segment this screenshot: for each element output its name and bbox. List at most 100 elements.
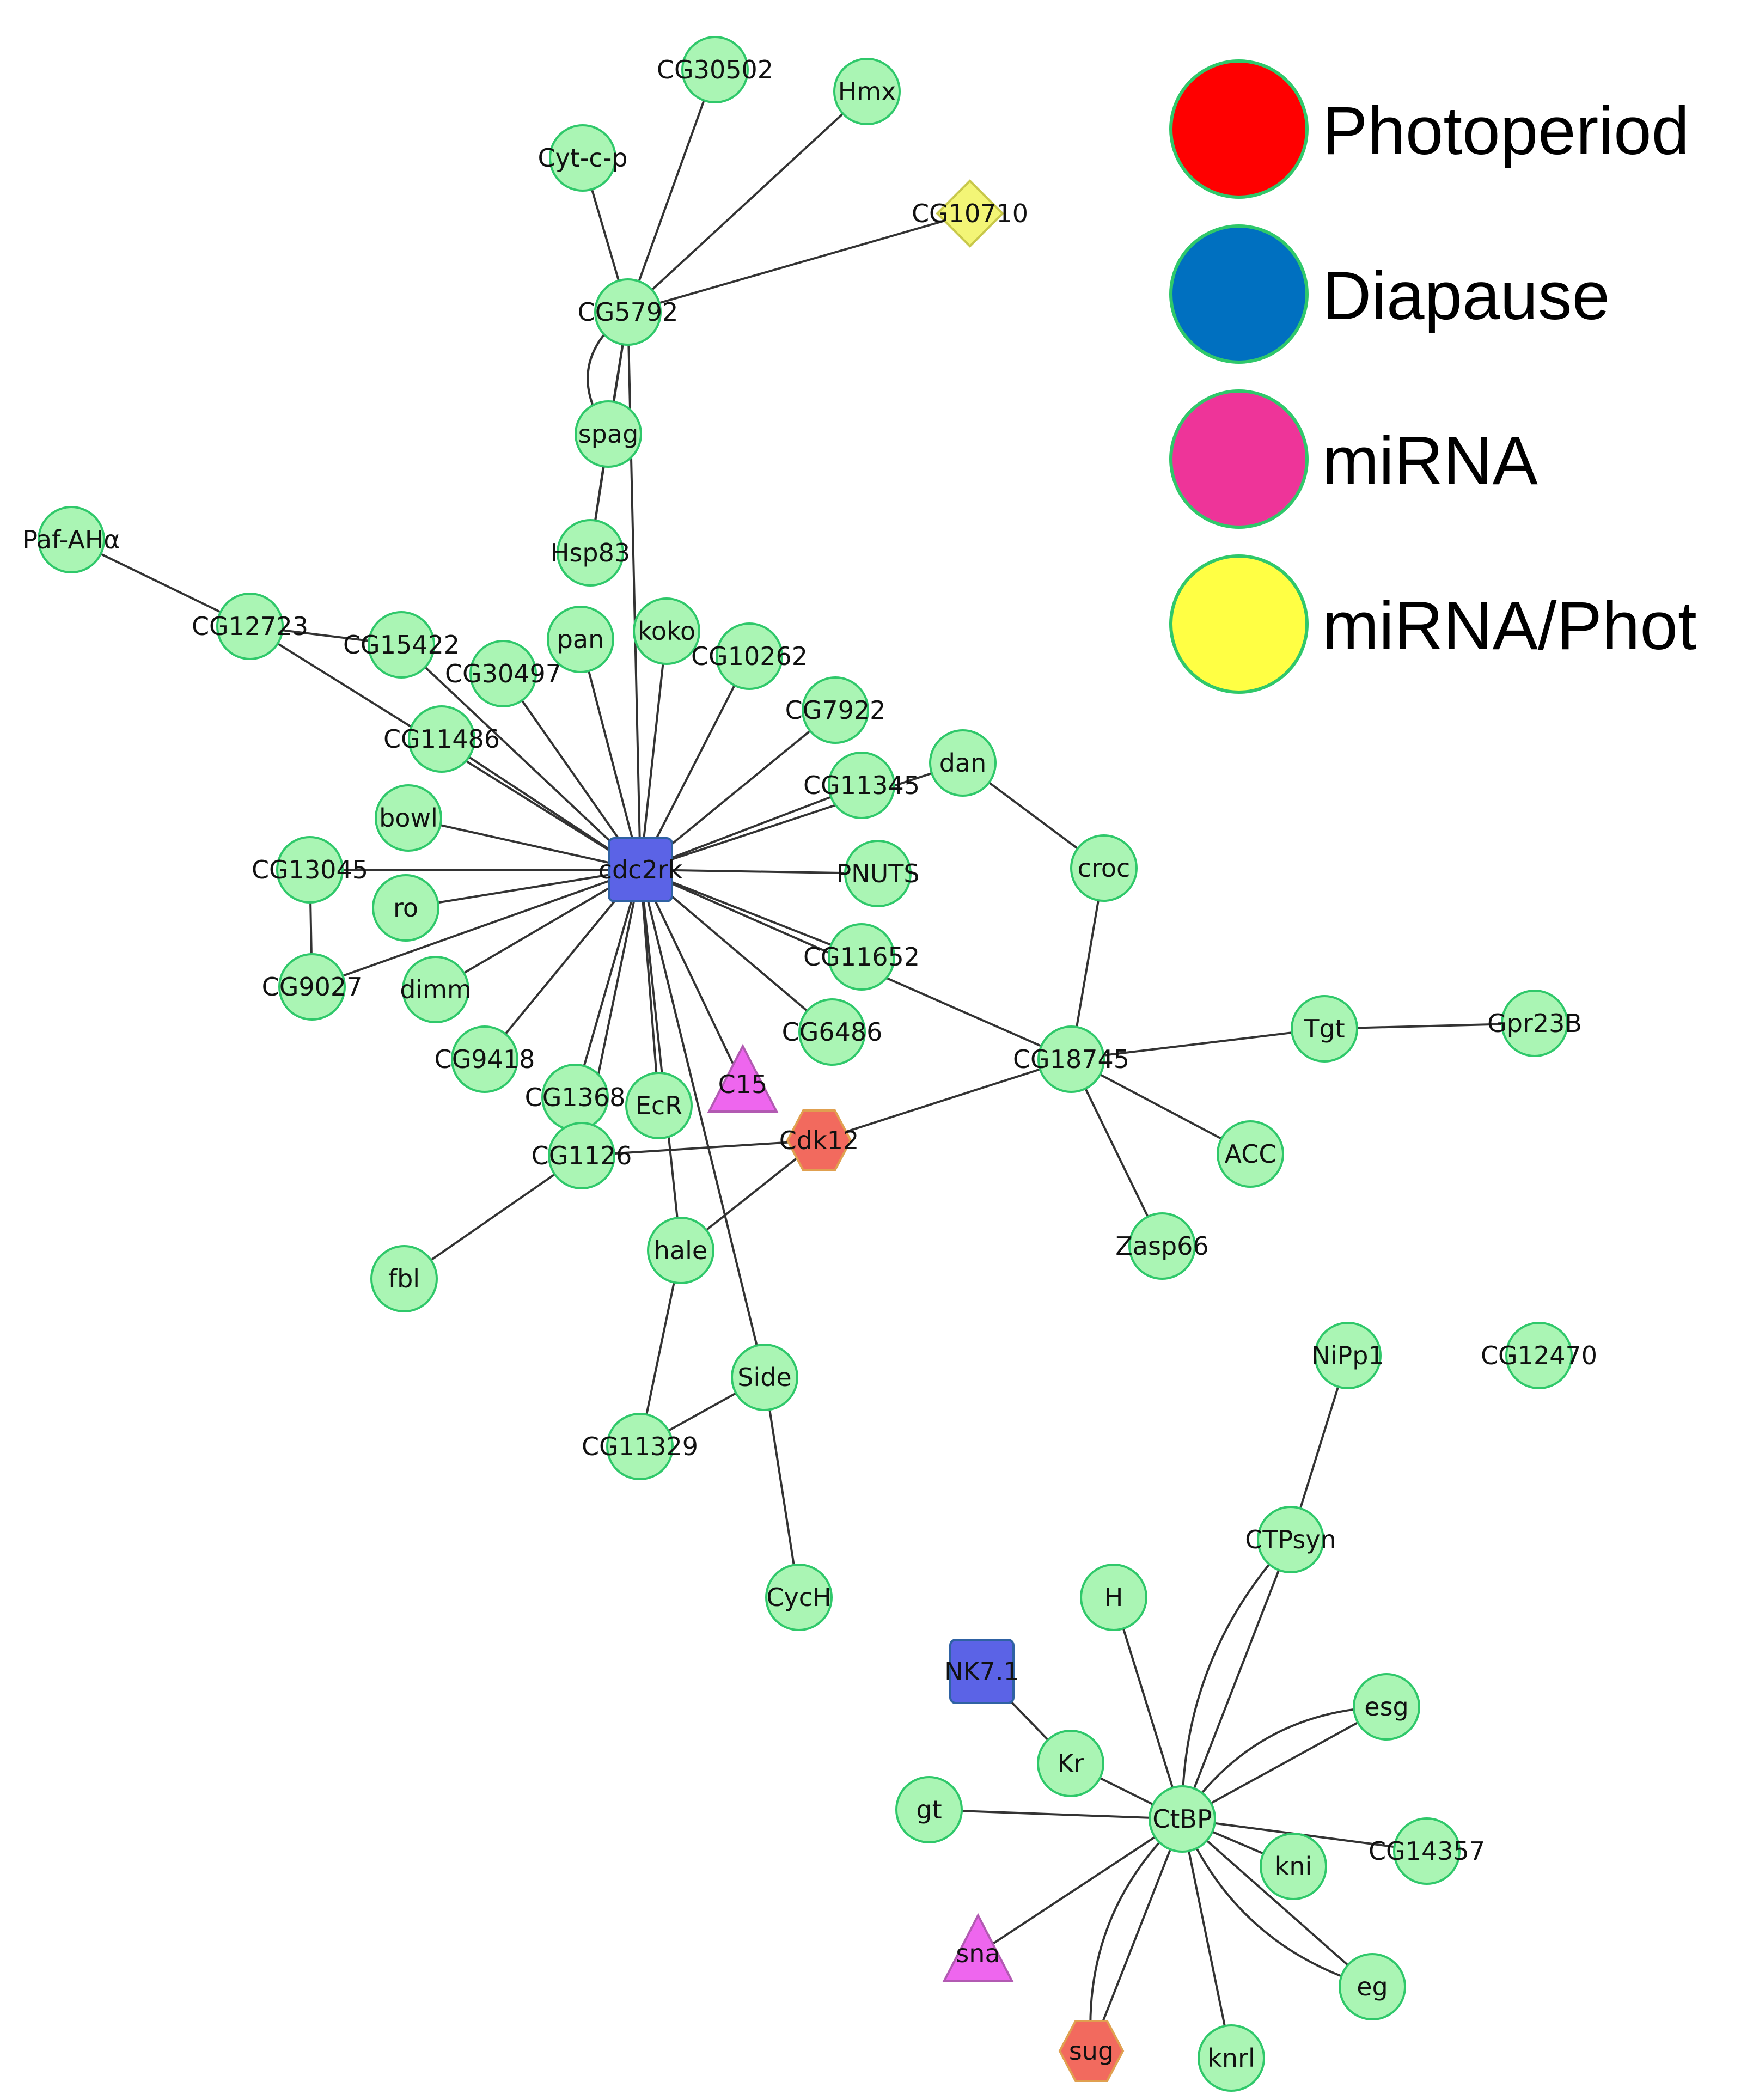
node-CG18745: CG18745: [1013, 1025, 1129, 1093]
node-label-C15: C15: [718, 1070, 768, 1099]
node-shape-CG12470: [1505, 1322, 1573, 1389]
node-shape-esg: [1353, 1673, 1420, 1741]
legend-swatch-mirna: [1169, 389, 1309, 529]
edge-cdc2rk-CG11345: [640, 784, 862, 871]
node-label-CG10710: CG10710: [912, 199, 1028, 228]
node-shape-CG18745: [1037, 1025, 1105, 1093]
node-label-CG10262: CG10262: [691, 642, 808, 671]
node-ro: ro: [372, 874, 439, 942]
node-dan: dan: [929, 729, 997, 797]
node-Zasp66: Zasp66: [1115, 1212, 1209, 1280]
node-shape-CycH: [765, 1564, 833, 1631]
node-label-CG11652: CG11652: [803, 942, 920, 972]
node-label-NiPp1: NiPp1: [1311, 1341, 1384, 1370]
node-label-CG6486: CG6486: [782, 1017, 883, 1047]
node-Hsp83: Hsp83: [551, 519, 630, 587]
node-shape-CTPsyn: [1257, 1506, 1324, 1573]
edge-CtBP-knrl: [1181, 1818, 1232, 2059]
node-CG11652: CG11652: [803, 923, 920, 991]
node-CG12470: CG12470: [1481, 1322, 1597, 1389]
edge-cdc2rk-Side: [639, 869, 766, 1378]
node-label-CtBP: CtBP: [1152, 1804, 1212, 1834]
legend-swatch-mirna-phot: [1169, 554, 1309, 694]
legend-label-mirna: miRNA: [1322, 423, 1538, 499]
node-PNUTS: PNUTS: [836, 840, 920, 907]
node-label-dimm: dimm: [400, 975, 472, 1004]
node-shape-Gpr23B: [1501, 990, 1568, 1057]
node-Side: Side: [731, 1344, 798, 1411]
node-label-CG11486: CG11486: [383, 724, 500, 754]
node-shape-CG11486: [408, 705, 475, 773]
node-label-CG1368: CG1368: [525, 1083, 626, 1112]
edge-cdc2rk-dan: [640, 762, 963, 871]
node-label-fbl: fbl: [388, 1264, 420, 1293]
node-fbl: fbl: [370, 1245, 438, 1312]
node-label-Kr: Kr: [1057, 1749, 1084, 1778]
node-label-H: H: [1104, 1583, 1123, 1612]
legend: Photoperiod Diapause miRNA miRNA/Phot: [1169, 59, 1697, 694]
node-label-Gpr23B: Gpr23B: [1487, 1009, 1582, 1038]
legend-swatch-photoperiod: [1169, 59, 1309, 199]
edge-esg-CtBP: [1181, 1706, 1387, 1820]
node-shape-Tgt: [1291, 995, 1358, 1063]
edge-cdc2rk-dimm: [435, 869, 642, 991]
node-Hmx: Hmx: [833, 58, 901, 125]
node-label-ro: ro: [393, 893, 418, 923]
node-cdc2rk: cdc2rk: [598, 837, 683, 902]
edge-cdc2rk-CG11486: [441, 738, 642, 871]
legend-swatch-diapause: [1169, 224, 1309, 364]
edge-esg-CtBP: [1182, 1706, 1387, 1820]
node-CTPsyn: CTPsyn: [1245, 1506, 1336, 1573]
node-CG30497: CG30497: [445, 640, 561, 707]
node-label-bowl: bowl: [379, 803, 438, 833]
node-EcR: EcR: [625, 1072, 693, 1139]
node-label-CG30502: CG30502: [657, 55, 773, 84]
node-label-croc: croc: [1078, 853, 1131, 883]
node-label-knrl: knrl: [1207, 2043, 1255, 2073]
node-ACC: ACC: [1217, 1120, 1284, 1188]
node-shape-CG12723: [216, 593, 284, 660]
node-label-Hmx: Hmx: [838, 77, 896, 106]
node-label-CG18745: CG18745: [1013, 1045, 1129, 1074]
node-shape-knrl: [1198, 2024, 1265, 2092]
node-layer: CG30502HmxCyt-c-pCG10710CG5792spagHsp83P…: [22, 36, 1597, 2092]
node-shape-ACC: [1217, 1120, 1284, 1188]
node-label-kni: kni: [1275, 1852, 1312, 1881]
node-shape-dimm: [402, 956, 469, 1023]
node-label-CG13045: CG13045: [252, 855, 368, 884]
node-koko: koko: [633, 597, 700, 665]
edge-CtBP-sug: [1090, 1818, 1183, 2052]
node-NK7.1: NK7.1: [944, 1639, 1019, 1704]
node-shape-pan: [547, 606, 614, 673]
legend-item-photoperiod: Photoperiod: [1169, 59, 1689, 199]
node-Paf-AHa: Paf-AHα: [22, 506, 120, 573]
node-CtBP: CtBP: [1149, 1785, 1216, 1853]
node-shape-CG9027: [278, 953, 346, 1021]
node-gt: gt: [895, 1776, 963, 1843]
node-CG9027: CG9027: [262, 953, 362, 1021]
edge-cdc2rk-PNUTS: [640, 869, 878, 875]
node-label-Side: Side: [737, 1363, 791, 1392]
node-label-sug: sug: [1069, 2036, 1114, 2066]
edge-cdc2rk-CG9027: [311, 869, 641, 988]
node-knrl: knrl: [1198, 2024, 1265, 2092]
node-shape-fbl: [370, 1245, 438, 1312]
node-label-EcR: EcR: [636, 1091, 682, 1120]
node-shape-cdc2rk: [608, 837, 673, 902]
node-shape-kni: [1260, 1833, 1327, 1900]
edge-CG18745-Tgt: [1071, 1028, 1325, 1060]
node-shape-CG11652: [828, 923, 895, 991]
node-label-CG11329: CG11329: [582, 1432, 698, 1461]
node-label-cdc2rk: cdc2rk: [598, 855, 683, 884]
node-CG1368: CG1368: [525, 1064, 626, 1131]
node-sna: sna: [942, 1913, 1014, 1982]
node-Cdk12: Cdk12: [779, 1109, 859, 1171]
node-label-CG30497: CG30497: [445, 659, 561, 688]
node-CG1126: CG1126: [532, 1122, 632, 1189]
node-shape-CtBP: [1149, 1785, 1216, 1853]
node-shape-CG1126: [548, 1122, 615, 1189]
node-shape-Zasp66: [1128, 1212, 1196, 1280]
node-label-dan: dan: [939, 748, 987, 778]
